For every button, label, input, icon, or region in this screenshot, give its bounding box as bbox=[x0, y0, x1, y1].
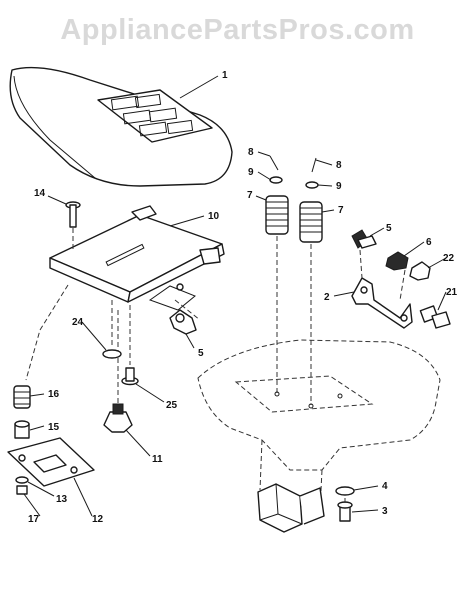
nut-right-part bbox=[385, 251, 409, 271]
callout-washer-slide: 13 bbox=[56, 494, 68, 505]
spring-small-part bbox=[13, 385, 31, 409]
callout-washer-left: 9 bbox=[248, 167, 254, 178]
bolt-right-part bbox=[419, 305, 451, 329]
fender-chassis-part bbox=[197, 339, 441, 533]
slide-plate-part bbox=[7, 437, 95, 487]
washer-pan-part bbox=[102, 349, 122, 359]
spacer-part bbox=[14, 420, 30, 439]
locknut-right-part bbox=[409, 261, 431, 281]
callout-bolt-right: 21 bbox=[446, 287, 458, 298]
shoulder-bolt-part bbox=[121, 367, 139, 386]
callout-spring-small: 16 bbox=[48, 389, 60, 400]
seat-part bbox=[9, 66, 233, 187]
callout-screw: 14 bbox=[34, 188, 46, 199]
callout-pin-right: 8 bbox=[336, 160, 342, 171]
callout-seat: 1 bbox=[222, 70, 228, 81]
screw-part bbox=[65, 201, 81, 250]
callout-knob-left: 5 bbox=[198, 348, 204, 359]
bolt-bottom-part bbox=[337, 498, 353, 522]
bracket-right-part bbox=[351, 249, 413, 329]
knob-stem-part bbox=[103, 403, 133, 433]
callout-locknut-right: 22 bbox=[443, 253, 455, 264]
callout-spring-right: 7 bbox=[338, 205, 344, 216]
knob-left-part bbox=[169, 309, 197, 335]
callout-bracket-right: 2 bbox=[324, 292, 330, 303]
callout-labels: 1 10 14 8 9 7 8 9 7 5 6 22 2 21 24 5 16 … bbox=[28, 70, 458, 525]
callout-shoulder-bolt: 25 bbox=[166, 400, 178, 411]
callout-washer-bottom: 4 bbox=[382, 481, 388, 492]
washer-bottom-part bbox=[335, 486, 355, 496]
callout-slide-plate: 12 bbox=[92, 514, 104, 525]
callout-spacer: 15 bbox=[48, 422, 60, 433]
callout-spring-left: 7 bbox=[247, 190, 253, 201]
callout-washer-pan: 24 bbox=[72, 317, 84, 328]
callout-bolt-bottom: 3 bbox=[382, 506, 388, 517]
knob-right-part bbox=[351, 229, 377, 249]
callout-pin-left: 8 bbox=[248, 147, 254, 158]
spring-assembly-left bbox=[265, 155, 289, 395]
callout-knob-right: 5 bbox=[386, 223, 392, 234]
callout-nut-slide: 17 bbox=[28, 514, 40, 525]
callout-nut-right: 6 bbox=[426, 237, 432, 248]
callout-knob-stem: 11 bbox=[152, 454, 163, 465]
seat-pan-part bbox=[49, 205, 225, 311]
callout-washer-right: 9 bbox=[336, 181, 342, 192]
washer-slide-part bbox=[15, 476, 29, 484]
nut-slide-part bbox=[16, 485, 28, 495]
leader-lines bbox=[23, 75, 447, 517]
watermark-text: AppliancePartsPros.com bbox=[60, 14, 415, 46]
spring-assembly-right bbox=[299, 157, 323, 405]
callout-seat-pan: 10 bbox=[208, 211, 220, 222]
